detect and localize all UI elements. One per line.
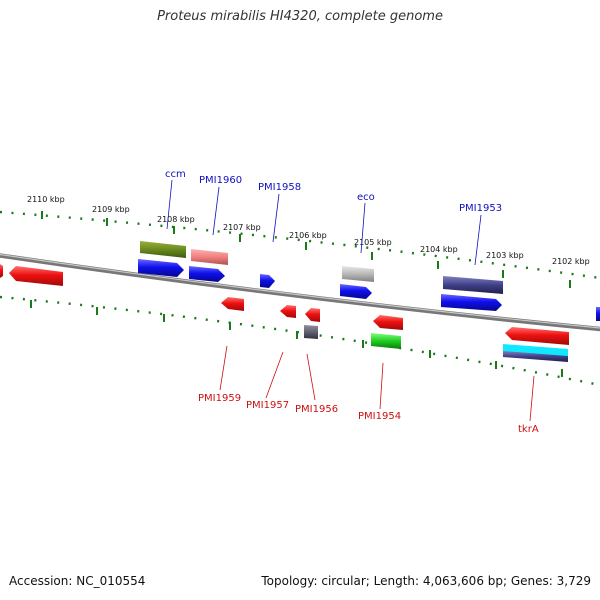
gene-pmi1960-feature[interactable] [191,249,228,265]
map-title: Proteus mirabilis HI4320, complete genom… [157,9,443,24]
tick-label: 2103 kbp [486,251,524,260]
reverse-genes [0,264,569,362]
bottom-gene-labels: PMI1959 PMI1957 PMI1956 PMI1954 tkrA [198,345,539,435]
gene-label-pmi1959[interactable]: PMI1959 [198,393,241,404]
gene-label-pmi1960[interactable]: PMI1960 [199,175,242,186]
gene-label-pmi1956[interactable]: PMI1956 [295,404,338,415]
gene-pmi1953-feature[interactable] [443,276,503,294]
tick-label: 2107 kbp [223,223,261,232]
gene-ccm-feature[interactable] [140,241,186,258]
genome-backbone [0,253,600,332]
gene-label-pmi1954[interactable]: PMI1954 [358,411,401,422]
gene-label-tkra[interactable]: tkrA [518,424,539,435]
gene-label-ccm[interactable]: ccm [165,169,186,180]
accession-text: Accession: NC_010554 [9,574,146,588]
forward-genes [138,241,600,321]
gene-arrow[interactable] [189,266,225,282]
tick-label: 2109 kbp [92,205,130,214]
gene-pmi1959-arrow[interactable] [221,297,244,311]
gene-arrow[interactable] [373,315,403,330]
inner-major-ticks [30,300,563,377]
gene-pmi1956-feature[interactable] [304,325,318,339]
tick-label: 2110 kbp [27,195,65,204]
gene-pmi1956-arrow[interactable] [305,308,320,322]
gene-tkra-arrow[interactable] [505,327,569,345]
gene-pmi1954-feature[interactable] [371,333,401,349]
gene-arrow[interactable] [9,266,63,286]
gene-arrow[interactable] [138,259,184,277]
outer-major-ticks [41,211,571,288]
gene-label-pmi1958[interactable]: PMI1958 [258,182,301,193]
gene-label-pmi1957[interactable]: PMI1957 [246,400,289,411]
gene-eco-feature[interactable] [342,266,374,282]
tick-label: 2104 kbp [420,245,458,254]
outer-tick-ring [0,210,600,280]
gene-arrow[interactable] [441,294,502,311]
kbp-scale-labels: 2110 kbp 2109 kbp 2108 kbp 2107 kbp 2106… [27,195,590,266]
top-gene-labels: ccm PMI1960 PMI1958 eco PMI1953 [165,169,502,266]
gene-arrow[interactable] [0,264,3,278]
tick-label: 2102 kbp [552,257,590,266]
gene-label-pmi1953[interactable]: PMI1953 [459,203,502,214]
inner-tick-ring [0,295,600,387]
tick-label: 2105 kbp [354,238,392,247]
tick-label: 2108 kbp [157,215,195,224]
tick-label: 2106 kbp [289,231,327,240]
gene-tkra-feature[interactable] [503,351,568,362]
gene-arrow[interactable] [340,284,372,299]
topology-text: Topology: circular; Length: 4,063,606 bp… [261,574,591,588]
gene-tkra-feature[interactable] [503,344,568,357]
gene-label-eco[interactable]: eco [357,192,375,203]
gene-arrow[interactable] [260,274,275,288]
gene-arrow[interactable] [596,307,600,321]
gene-pmi1957-arrow[interactable] [280,305,296,318]
